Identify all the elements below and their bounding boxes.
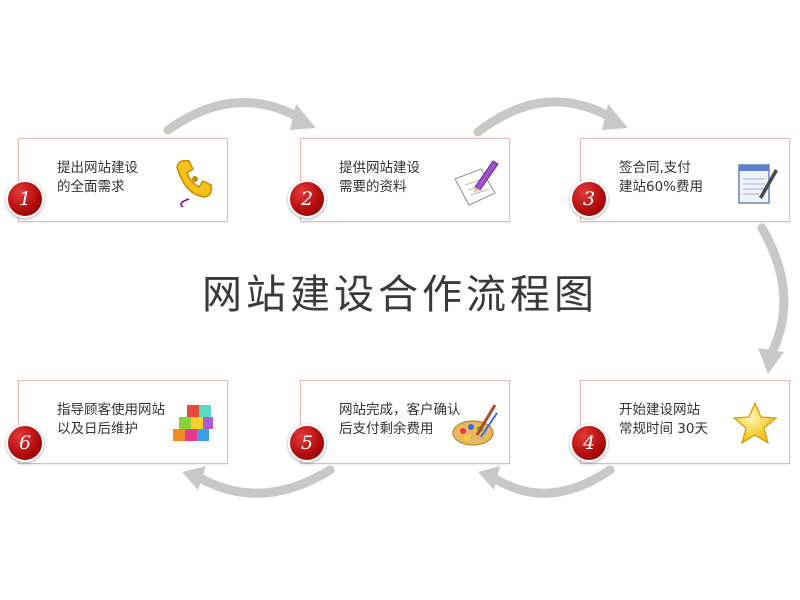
star-icon <box>732 401 778 445</box>
step-2-text: 提供网站建设 需要的资料 <box>339 159 469 197</box>
step-4-badge: 4 <box>570 424 608 462</box>
step-4-text: 开始建设网站 常规时间 30天 <box>619 401 749 439</box>
step-3-badge: 3 <box>570 180 608 218</box>
step-6-line-2: 以及日后维护 <box>57 421 138 437</box>
step-2-line-2: 需要的资料 <box>339 179 407 195</box>
step-5-line-2: 后支付剩余费用 <box>339 421 434 437</box>
step-4-line-1: 开始建设网站 <box>619 402 700 418</box>
arrow-1-to-2 <box>163 98 305 135</box>
contract-notepad-icon <box>738 164 778 204</box>
step-5-badge: 5 <box>288 424 326 462</box>
step-1-text: 提出网站建设 的全面需求 <box>57 159 187 197</box>
step-1-line-1: 提出网站建设 <box>57 160 138 176</box>
step-4-card: 开始建设网站 常规时间 30天 <box>580 380 790 464</box>
arrow-3-to-4 <box>757 223 789 357</box>
colored-cubes-icon <box>173 405 213 441</box>
step-1-badge: 1 <box>6 180 44 218</box>
telephone-icon <box>176 159 213 208</box>
step-3-text: 签合同,支付 建站60%费用 <box>619 159 749 197</box>
diagram-title: 网站建设合作流程图 <box>202 272 598 318</box>
step-1-line-2: 的全面需求 <box>57 179 125 195</box>
step-6-card: 指导顾客使用网站 以及日后维护 <box>18 380 228 464</box>
step-2-card: 提供网站建设 需要的资料 <box>300 138 510 222</box>
paint-palette-icon <box>452 404 498 446</box>
step-3-card: 签合同,支付 建站60%费用 <box>580 138 790 222</box>
step-6-badge: 6 <box>6 424 44 462</box>
step-3-line-2: 建站60%费用 <box>619 179 704 195</box>
step-4-line-2: 常规时间 30天 <box>619 421 708 437</box>
step-5-card: 网站完成，客户确认 后支付剩余费用 <box>300 380 510 464</box>
arrow-2-to-3 <box>473 97 617 137</box>
step-5-line-1: 网站完成，客户确认 <box>339 402 461 418</box>
arrowhead-4-to-5 <box>478 466 500 490</box>
arrowhead-1-to-2 <box>290 104 316 130</box>
step-2-line-1: 提供网站建设 <box>339 160 420 176</box>
arrowhead-5-to-6 <box>182 466 206 490</box>
step-2-badge: 2 <box>288 180 326 218</box>
arrowhead-2-to-3 <box>602 104 628 130</box>
step-3-line-1: 签合同,支付 <box>619 160 691 176</box>
step-6-line-1: 指导顾客使用网站 <box>57 402 165 418</box>
step-6-text: 指导顾客使用网站 以及日后维护 <box>57 401 187 439</box>
arrow-4-to-5 <box>489 465 615 498</box>
step-1-card: 提出网站建设 的全面需求 <box>18 138 228 222</box>
arrow-5-to-6 <box>195 465 335 498</box>
step-5-text: 网站完成，客户确认 后支付剩余费用 <box>339 401 469 439</box>
document-pencil-icon <box>454 160 499 206</box>
arrowhead-3-to-4 <box>758 348 784 374</box>
